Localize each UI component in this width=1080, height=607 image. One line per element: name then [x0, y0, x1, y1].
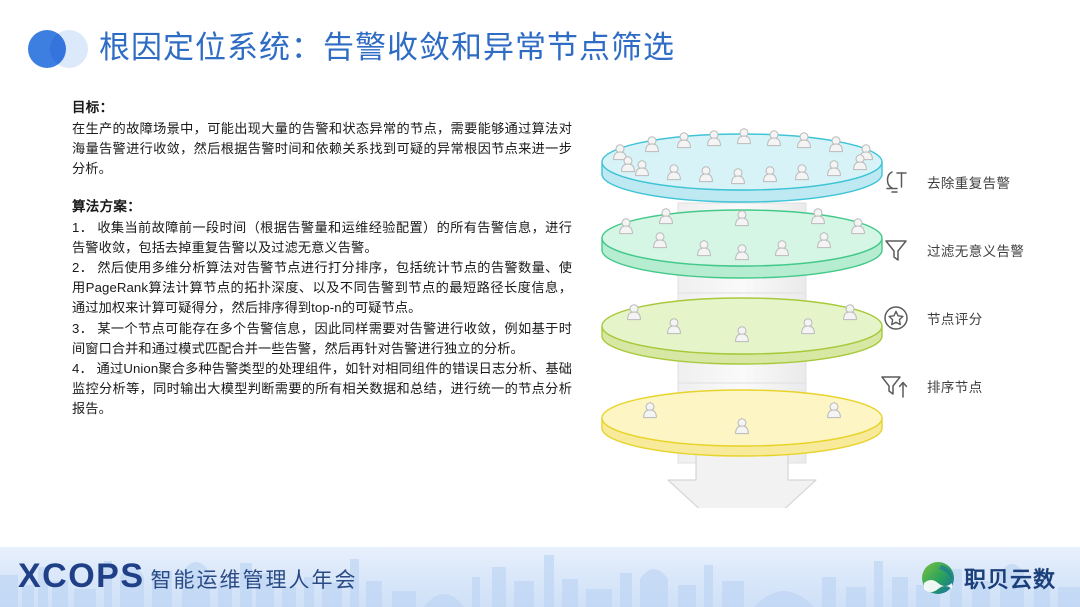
brand-subtitle: 智能运维管理人年会: [150, 569, 358, 592]
legend-label: 去除重复告警: [927, 176, 1011, 191]
algorithm-step: 3． 某一个节点可能存在多个告警信息，因此同样需要对告警进行收敛，例如基于时间窗…: [72, 320, 572, 356]
legend-item-dedup: 去除重复告警: [875, 160, 1080, 204]
funnel-diagram: [592, 128, 892, 508]
page-title: 根因定位系统：告警收敛和异常节点筛选: [99, 30, 675, 65]
funnel-sort-icon: [875, 365, 917, 407]
deduplicate-icon: [875, 161, 917, 203]
goal-heading: 目标：: [72, 100, 114, 115]
sponsor-block: 职贝云数: [919, 559, 1056, 597]
funnel-icon: [875, 229, 917, 271]
section-gap: [72, 180, 572, 197]
slide-header: 根因定位系统：告警收敛和异常节点筛选: [0, 0, 1080, 88]
funnel-level-3: [601, 297, 883, 365]
funnel-level-1: [601, 128, 883, 203]
algorithm-step: 4． 通过Union聚合多种告警类型的处理组件，如针对相同组件的错误日志分析、基…: [72, 361, 572, 417]
two-circles-icon: [28, 30, 90, 68]
legend-list: 去除重复告警 过滤无意义告警 节点评分: [875, 160, 1080, 432]
footer-brand: XCOPS 智能运维管理人年会: [18, 557, 358, 596]
legend-label: 排序节点: [927, 380, 983, 395]
goal-paragraph: 在生产的故障场景中，可能出现大量的告警和状态异常的节点，需要能够通过算法对海量告…: [72, 121, 572, 177]
legend-item-score: 节点评分: [875, 296, 1080, 340]
algorithm-step: 1． 收集当前故障前一段时间（根据告警量和运维经验配置）的所有告警信息，进行告警…: [72, 219, 572, 255]
content-text-column: 目标： 在生产的故障场景中，可能出现大量的告警和状态异常的节点，需要能够通过算法…: [72, 98, 572, 420]
sponsor-name: 职贝云数: [963, 567, 1056, 592]
funnel-level-2: [601, 208, 883, 279]
funnel-diagram-svg: [601, 128, 883, 508]
legend-item-filter: 过滤无意义告警: [875, 228, 1080, 272]
legend-label: 节点评分: [927, 312, 983, 327]
legend-item-sort: 排序节点: [875, 364, 1080, 408]
algorithm-step: 2． 然后使用多维分析算法对告警节点进行打分排序，包括统计节点的告警数量、使用P…: [72, 260, 572, 316]
algorithm-heading: 算法方案：: [72, 198, 141, 214]
funnel-level-4: [601, 389, 883, 457]
logo-circle-pale: [50, 30, 88, 68]
brand-xcops: XCOPS: [18, 557, 145, 595]
slide-footer: XCOPS 智能运维管理人年会 职贝云数: [0, 547, 1080, 607]
wave-circle-logo: [921, 562, 954, 594]
legend-label: 过滤无意义告警: [927, 244, 1025, 259]
city-skyline-icon: [0, 555, 1080, 607]
star-circle-icon: [875, 297, 917, 339]
